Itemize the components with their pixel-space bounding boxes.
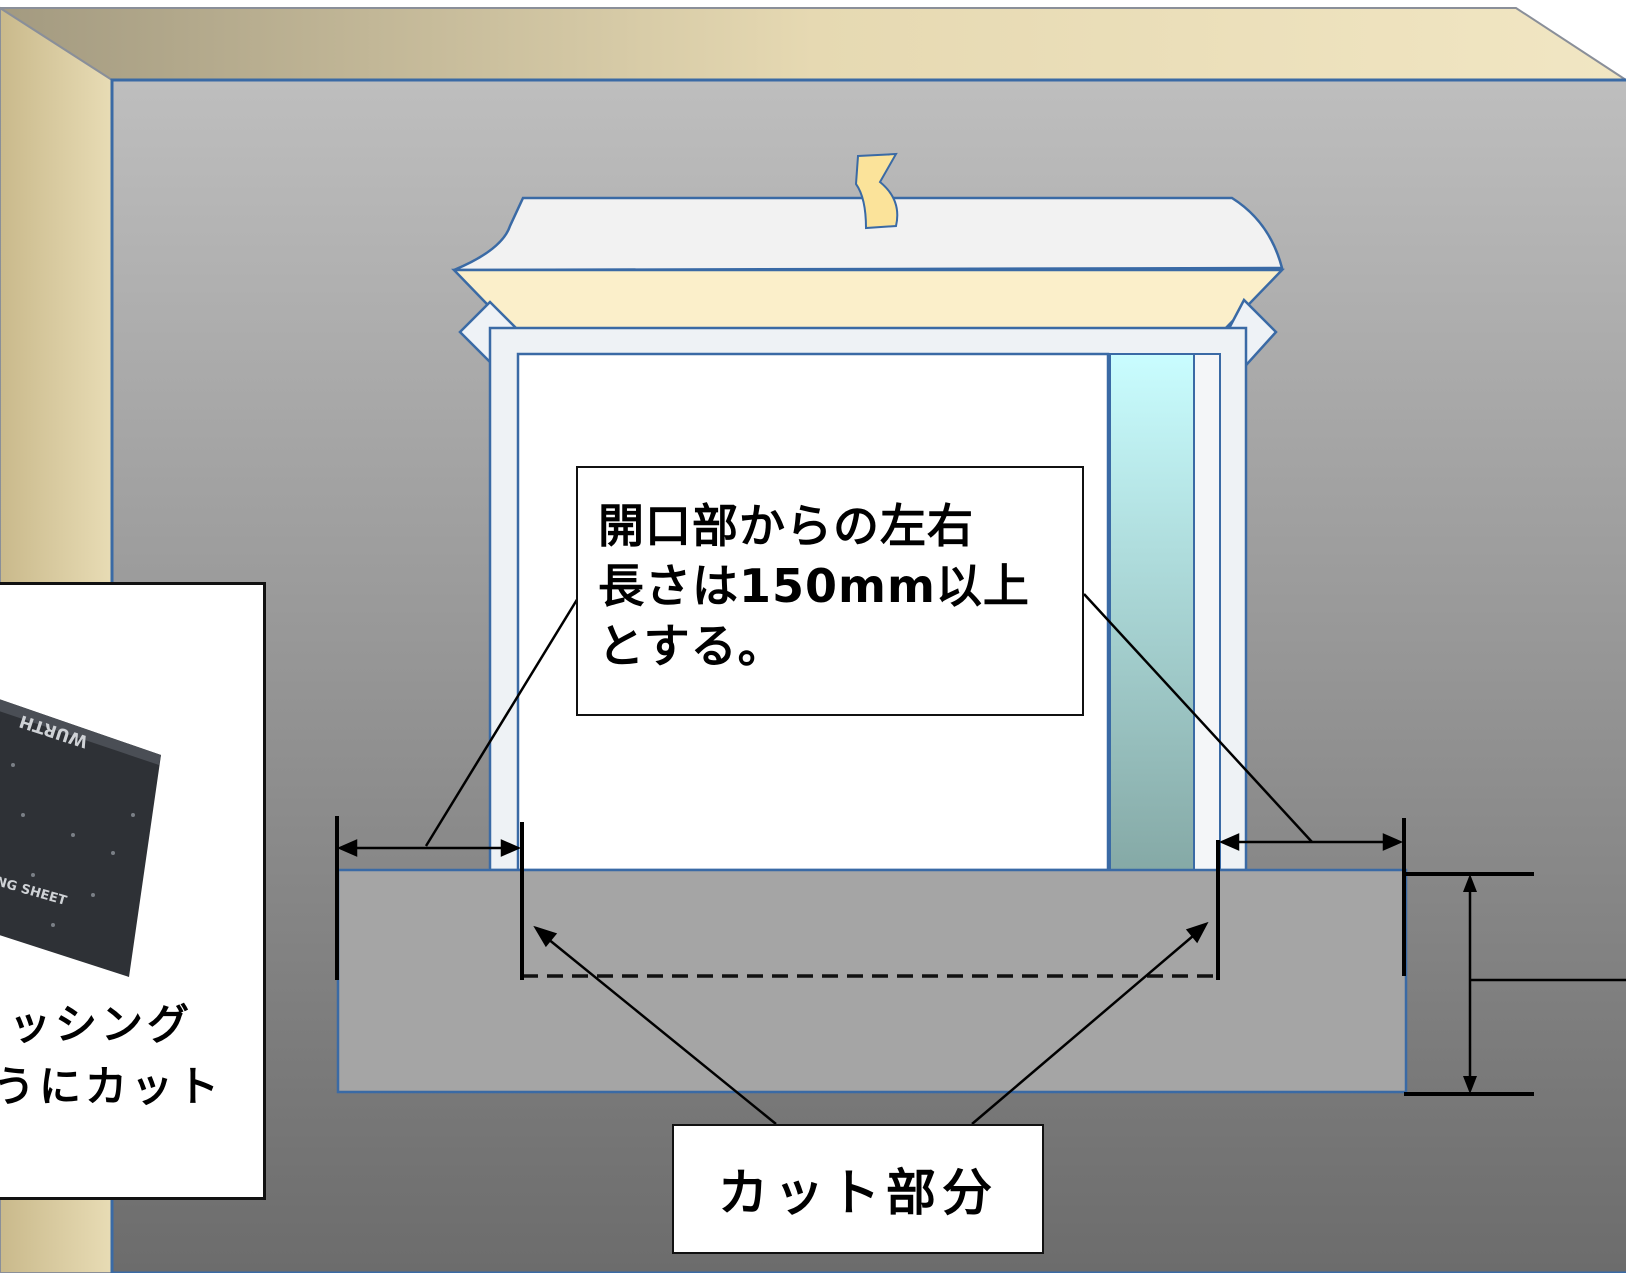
window-glass xyxy=(1109,353,1195,871)
height-dimension xyxy=(1404,872,1626,1096)
cut-arrows xyxy=(533,921,1209,1125)
cut-label-text: カット部分 xyxy=(718,1164,998,1222)
length-note-line-2: 長さは150mm以上 xyxy=(598,559,1030,613)
dimension-arrows xyxy=(336,833,1404,857)
length-note-callout: 開口部からの左右 長さは150mm以上 とする。 xyxy=(576,466,1084,716)
dimension-ticks xyxy=(335,816,1406,980)
wall-top-edge xyxy=(0,7,1626,81)
callout-leaders xyxy=(424,593,1313,847)
flashing-sheet xyxy=(336,868,1408,1094)
left-note-line-1: ッシング xyxy=(9,1000,194,1049)
length-note-line-3: とする。 xyxy=(598,619,785,673)
top-tape-flap xyxy=(453,196,1284,272)
top-tape xyxy=(451,268,1285,334)
tape-tab xyxy=(854,152,899,230)
left-note-line-2: うにカット xyxy=(0,1062,224,1111)
flashing-sheet-photo: WURTH NG SHEET xyxy=(0,699,161,977)
window-frame-strip xyxy=(1193,353,1221,871)
length-note-line-1: 開口部からの左右 xyxy=(598,499,974,553)
flashing-product-callout: WURTH NG SHEET ッシング うにカット xyxy=(0,582,266,1200)
cut-label-callout: カット部分 xyxy=(672,1124,1044,1254)
